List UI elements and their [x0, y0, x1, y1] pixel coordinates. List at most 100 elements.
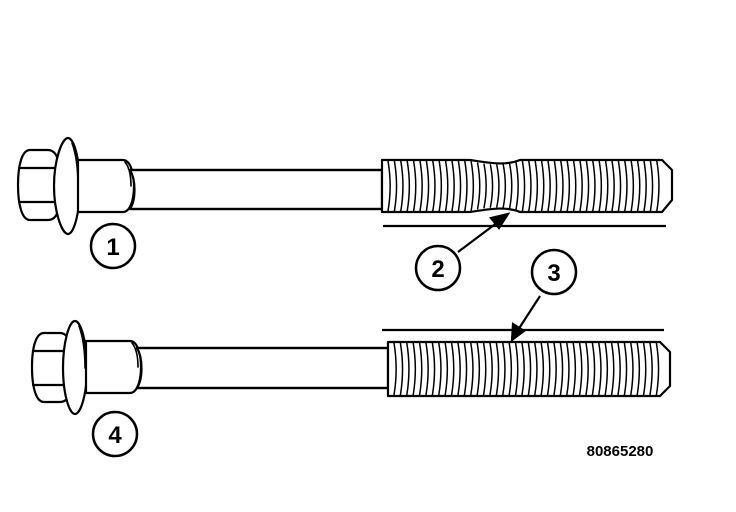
thread-crest: [604, 160, 609, 212]
stretched-bolt-collar: [76, 158, 136, 214]
thread-crest: [636, 342, 641, 396]
good-bolt-thread-outline: [386, 340, 672, 398]
thread-crest: [566, 160, 571, 212]
thread-crest: [457, 342, 461, 396]
thread-crest: [515, 161, 519, 211]
thread-crest: [464, 160, 468, 212]
thread-crest: [489, 342, 493, 396]
callout-2-label: 2: [431, 256, 444, 283]
thread-crest: [617, 160, 622, 212]
callout-4-label: 4: [108, 422, 122, 449]
thread-crest: [655, 342, 660, 396]
thread-crest: [412, 342, 417, 396]
thread-crest: [553, 160, 558, 212]
thread-crest: [476, 162, 481, 210]
stretched-bolt-threads: [387, 160, 660, 212]
callout-2-leader: [457, 221, 499, 253]
thread-crest: [495, 342, 500, 396]
stretched-bolt-head: [16, 148, 60, 222]
thread-crest: [444, 160, 449, 212]
good-bolt-shank: [135, 346, 390, 390]
thread-crest: [559, 342, 564, 396]
thread-crest: [489, 164, 494, 208]
thread-crest: [527, 342, 532, 396]
thread-crest: [604, 342, 609, 396]
thread-crest: [470, 160, 475, 212]
thread-crest: [534, 342, 538, 396]
stretched-bolt-shank: [128, 168, 384, 211]
thread-crest: [418, 342, 423, 396]
thread-crest: [502, 342, 506, 396]
thread-crest: [470, 342, 474, 396]
thread-crest: [496, 164, 500, 208]
good-bolt: [30, 319, 672, 416]
thread-crest: [514, 342, 519, 396]
thread-crest: [611, 160, 615, 212]
thread-crest: [546, 342, 551, 396]
thread-crest: [643, 160, 647, 212]
callout-3-leader: [517, 295, 541, 331]
good-bolt-collar: [84, 339, 143, 395]
callout-3-label: 3: [547, 260, 560, 287]
thread-crest: [476, 342, 481, 396]
thread-crest: [566, 342, 570, 396]
thread-crest: [572, 342, 577, 396]
thread-crest: [598, 342, 602, 396]
thread-crest: [432, 160, 436, 212]
callout-leaders: [457, 212, 541, 343]
thread-crest: [393, 342, 397, 396]
thread-crest: [508, 162, 513, 210]
thread-crest: [450, 342, 455, 396]
thread-crest: [598, 160, 603, 212]
thread-crest: [425, 160, 430, 212]
thread-crest: [623, 342, 628, 396]
thread-crest: [585, 160, 590, 212]
stretched-bolt-flange: [52, 136, 82, 236]
thread-crest: [406, 342, 410, 396]
thread-crest: [438, 342, 442, 396]
thread-crest: [438, 160, 443, 212]
thread-crest: [642, 342, 647, 396]
thread-crest: [528, 160, 532, 212]
good-bolt-threads: [393, 342, 660, 396]
callout-1: 1: [89, 222, 137, 270]
thread-crest: [399, 342, 404, 396]
thread-crest: [393, 160, 398, 212]
thread-crest: [534, 160, 539, 212]
callout-3-arrowhead: [510, 322, 526, 343]
callout-3: 3: [530, 248, 578, 296]
thread-crest: [649, 342, 653, 396]
thread-crest: [610, 342, 615, 396]
thread-crest: [425, 342, 429, 396]
thread-crest: [482, 342, 487, 396]
callout-4: 4: [91, 410, 139, 458]
callout-2-arrowhead: [489, 212, 511, 230]
thread-crest: [508, 342, 513, 396]
thread-crest: [457, 160, 462, 212]
callout-2: 2: [414, 244, 462, 292]
thread-crest: [636, 160, 641, 212]
thread-crest: [463, 342, 468, 396]
thread-crest: [649, 160, 654, 212]
thread-crest: [483, 163, 487, 209]
stretched-bolt-thread-outline: [380, 158, 674, 214]
thread-crest: [572, 160, 577, 212]
thread-crest: [431, 342, 436, 396]
thread-crest: [521, 342, 525, 396]
thread-crest: [585, 342, 589, 396]
thread-crest: [451, 160, 455, 212]
thread-crest: [553, 342, 557, 396]
thread-crest: [502, 163, 507, 209]
thread-crest: [412, 160, 417, 212]
thread-crest: [521, 160, 526, 212]
thread-crest: [656, 160, 660, 212]
thread-crest: [617, 342, 621, 396]
thread-crest: [540, 342, 545, 396]
thread-crest: [578, 342, 583, 396]
thread-crest: [540, 160, 545, 212]
figure-id: 80865280: [587, 443, 654, 460]
thread-crest: [630, 342, 634, 396]
good-bolt-flange: [61, 319, 89, 416]
thread-crest: [387, 160, 391, 212]
